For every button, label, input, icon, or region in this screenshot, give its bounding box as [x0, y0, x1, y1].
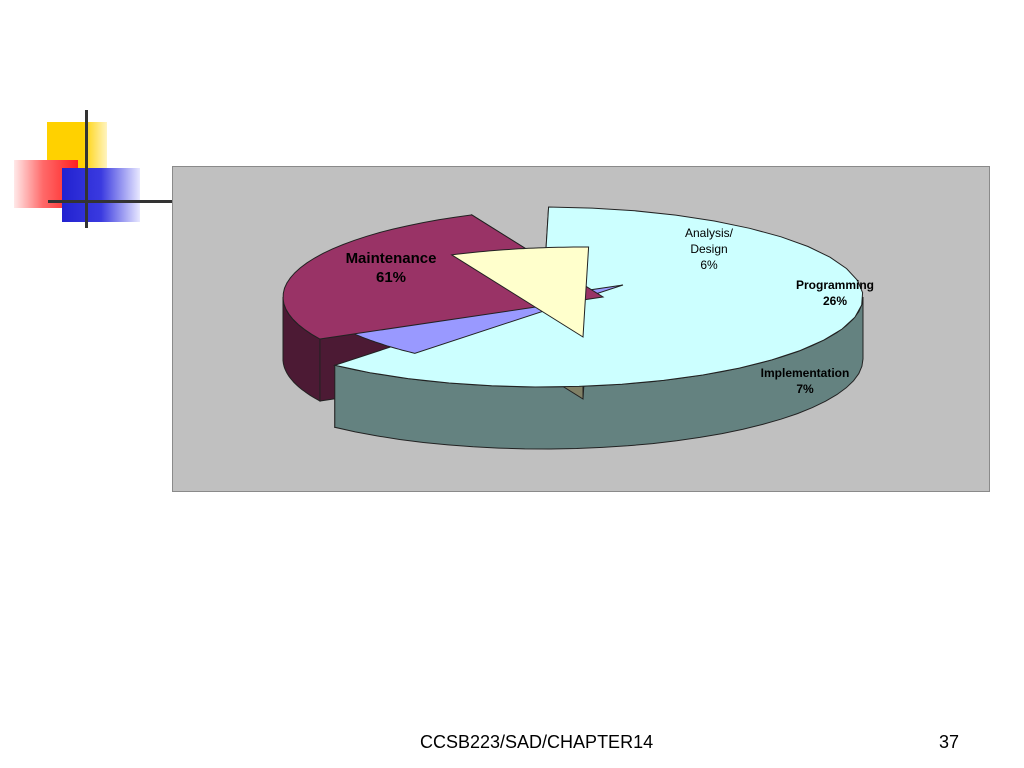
- page-number: 37: [939, 732, 960, 752]
- deco-blue-square: [62, 168, 140, 222]
- deco-vertical-line: [85, 110, 88, 228]
- deco-horizontal-line: [48, 200, 174, 203]
- slice-top-programming: [282, 214, 605, 340]
- footer-course-code: CCSB223/SAD/CHAPTER14: [420, 732, 654, 752]
- slice-top-implementation: [450, 246, 590, 338]
- pie-top-layer: [282, 206, 864, 388]
